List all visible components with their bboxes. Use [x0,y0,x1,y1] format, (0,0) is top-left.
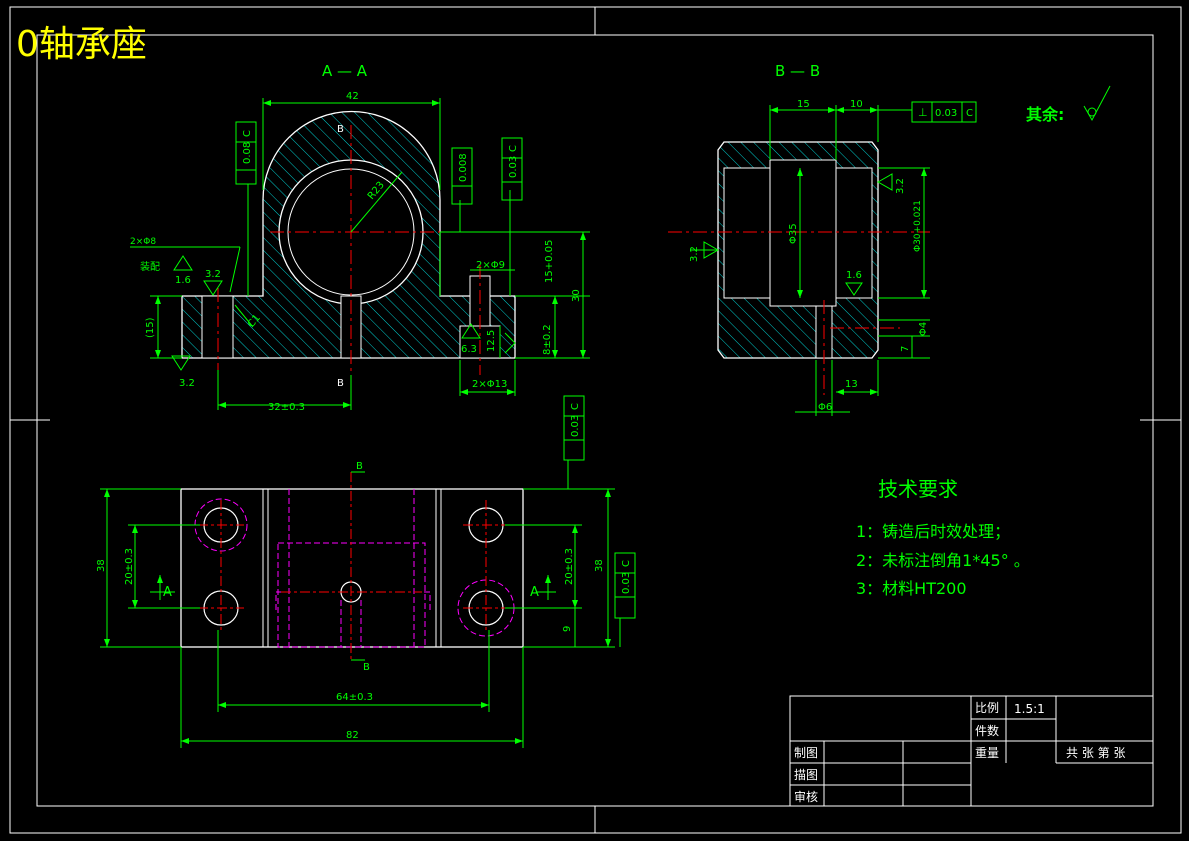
bb-dim-15: 15 [797,99,810,110]
aa-dim-height15: (15) [145,317,156,338]
plan-arrows [104,489,611,744]
tb-drawn: 制图 [794,746,818,760]
sheet-border [9,6,1182,834]
remaining-finish-circle [1087,107,1097,117]
bb-dim-7: 7 [900,346,911,352]
tb-traced: 描图 [794,768,818,782]
aa-mark-b-top: B [337,124,344,135]
aa-tol1-value: 0.08 [242,142,253,164]
tb-scale-value: 1.5:1 [1014,702,1045,716]
tb-qty-label: 件数 [975,723,999,738]
plan-tol-b-value: 0.03 [621,572,632,594]
tb-sheets: 共 张 第 张 [1066,746,1125,760]
aa-rough-b: 1.6 [175,275,191,286]
bb-dim-phi4: Φ4 [918,322,929,336]
bb-rough-c: 1.6 [846,270,862,281]
tech-item-3: 3：材料HT200 [856,579,967,598]
plan-tolerance-frames [563,395,636,619]
bb-rough-b: 3.2 [689,246,700,262]
aa-dim-depth: 12.5 [486,330,497,352]
plan-view: 0.03 C 0.03 C 38 20±0.3 20±0.3 38 9 64±0… [96,395,636,748]
plan-hidden-lines [194,489,515,648]
plan-dim-w64: 64±0.3 [336,692,373,703]
aa-roughness-symbols [171,255,516,371]
tb-checked: 审核 [794,789,818,804]
bb-dim-13: 13 [845,379,858,390]
tech-item-1: 1：铸造后时效处理； [856,522,1010,541]
bb-dim-phi35: Φ35 [788,223,799,244]
plan-mark-a-left: A [163,585,172,600]
aa-dim-base32: 32±0.3 [268,402,305,413]
aa-dim-chamfer: 2×Φ8 [130,237,156,247]
drawing-title: 0轴承座 [16,24,147,65]
plan-mark-a-right: A [530,585,539,600]
aa-tol3-ref: C [508,145,519,152]
bb-tol-ref: C [966,108,973,119]
plan-tol-b-ref: C [621,560,632,567]
aa-rough-d: 6.3 [461,344,477,355]
aa-dim-h15: 15+0.05 [544,240,555,283]
plan-dim-h20-right: 20±0.3 [564,548,575,585]
plan-holes [203,507,504,626]
aa-rough-c: 3.2 [179,378,195,389]
aa-dimension-lines [130,98,590,410]
plan-dim-h38-left: 38 [96,559,107,572]
technical-requirements: 技术要求 1：铸造后时效处理； 2：未标注倒角1*45° 。 3：材料HT200 [856,477,1030,598]
aa-centerlines [217,125,481,375]
tb-weight-label: 重量 [975,746,999,760]
plan-tol-a-ref: C [570,403,581,410]
aa-dim-h8: 8±0.2 [542,324,553,355]
bb-groove [769,159,837,307]
bb-tolerance-frame [911,101,977,123]
plan-dim-h20-left: 20±0.3 [124,548,135,585]
aa-dim-width-top: 42 [346,91,359,102]
aa-dim-2phi9: 2×Φ9 [476,260,505,271]
aa-tolerance-frames [235,121,523,205]
section-aa-view: A — A [130,62,590,413]
plan-dim-w82: 82 [346,730,359,741]
aa-mark-b-bottom: B [337,378,344,389]
section-bb-view: B — B [668,62,977,416]
bb-rough-a: 3.2 [895,178,906,194]
plan-centerlines [198,472,509,660]
aa-dim-h30: 30 [571,289,582,302]
aa-dim-2phi13: 2×Φ13 [472,379,507,390]
aa-rough-a: 3.2 [205,269,221,280]
plan-mark-b-top: B [356,461,363,472]
plan-dim-h9: 9 [562,626,573,632]
tech-item-2: 2：未标注倒角1*45° 。 [856,551,1030,570]
bb-tol-value: 0.03 [935,108,957,119]
section-bb-label: B — B [775,62,820,80]
bb-dim-phi6: Φ6 [818,402,832,413]
plan-tol-a-value: 0.03 [570,415,581,437]
tech-heading: 技术要求 [878,477,958,501]
title-block [789,695,1154,807]
plan-mark-b-bottom: B [363,662,370,673]
aa-fit-note: 装配 [140,260,160,273]
bb-perp-symbol: ⊥ [918,106,928,119]
title-block-text: 比例 1.5:1 件数 重量 共 张 第 张 制图 描图 审核 [794,701,1125,804]
plan-dimension-lines [100,460,621,748]
bb-dim-phi30: Φ30+0.021 [913,200,923,252]
aa-tol1-ref: C [242,130,253,137]
bb-dimension-lines [690,105,930,416]
aa-arrows [155,100,586,408]
plan-dim-h38-right: 38 [594,559,605,572]
section-aa-label: A — A [322,62,368,80]
remaining-finish-label: 其余: [1026,105,1064,124]
remaining-finish-icon [1083,85,1111,122]
aa-tol2-value: 0.008 [458,153,469,182]
bb-centerlines [668,231,930,395]
tb-scale-label: 比例 [975,701,999,715]
bb-roughness-symbols [703,173,893,296]
plan-inner-lines [262,489,442,647]
bb-arrows [770,107,927,395]
aa-tol3-value: 0.03 [508,156,519,178]
bb-dim-10: 10 [850,99,863,110]
